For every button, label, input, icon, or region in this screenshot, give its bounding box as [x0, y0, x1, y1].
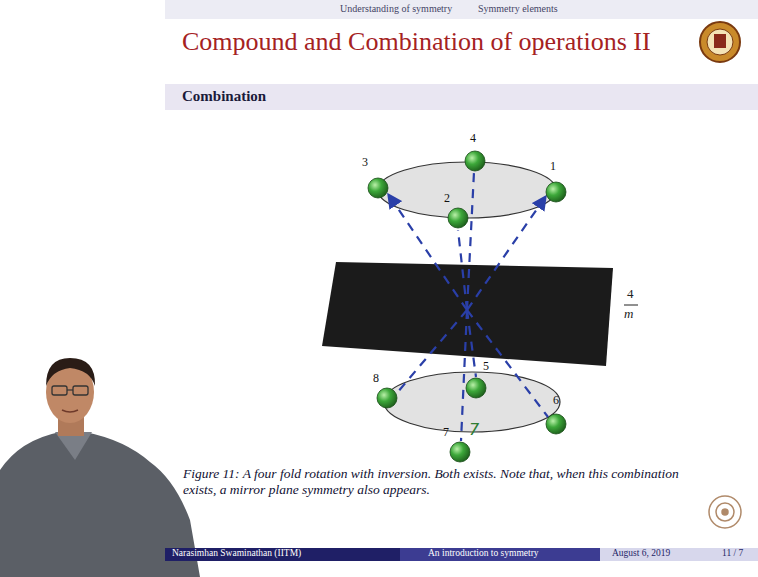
atom-number: 3: [362, 156, 368, 170]
presenter: [0, 358, 200, 577]
institute-logo: [700, 22, 740, 62]
inversion-lines: [388, 172, 548, 441]
atom-number: 6: [553, 394, 559, 408]
atoms: [368, 151, 566, 462]
block-heading: Combination: [182, 88, 266, 105]
header-bar: [165, 0, 758, 19]
atom-number: 8: [373, 372, 379, 386]
top-ring: [378, 162, 556, 218]
figure-caption: Figure 11: A four fold rotation with inv…: [183, 466, 703, 497]
point-group-symbol: m: [624, 307, 633, 322]
header-section: Understanding of symmetry: [340, 3, 452, 15]
handwritten-number: 7: [469, 421, 479, 439]
atom-number: 7: [443, 426, 449, 440]
atom-number: 2: [444, 192, 450, 206]
header-subsection: Symmetry elements: [478, 3, 558, 15]
atom-number: 1: [550, 160, 556, 174]
fraction-bar: [624, 305, 638, 306]
footer-middle: [400, 548, 600, 561]
atom-number: 5: [483, 360, 489, 374]
block-heading-bar: [165, 84, 758, 110]
footer-right: [600, 548, 758, 561]
point-group-symbol: 4: [627, 287, 634, 302]
footer-author: Narasimhan Swaminathan (IITM): [172, 548, 301, 559]
footer-page: 11 / 7: [722, 548, 743, 559]
footer-date: August 6, 2019: [612, 548, 670, 559]
footer-left: [165, 548, 400, 561]
atom-number: 4: [470, 132, 476, 146]
nptel-logo: [709, 496, 741, 528]
slide-title: Compound and Combination of operations I…: [182, 27, 651, 57]
footer-talk-title: An introduction to symmetry: [428, 548, 539, 559]
